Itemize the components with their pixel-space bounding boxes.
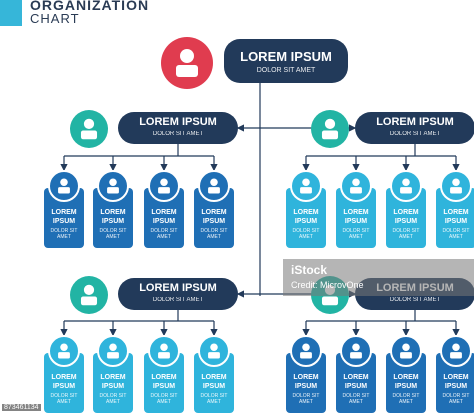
group-avatar-person-icon xyxy=(311,110,349,148)
employee-card-title: LOREM IPSUM xyxy=(393,374,419,390)
employee-avatar-person-icon xyxy=(97,170,129,202)
employee-avatar-person-icon xyxy=(148,335,180,367)
watermark-credit: Credit: MicrovOne xyxy=(291,280,364,290)
employee-avatar-person-icon xyxy=(340,170,372,202)
employee-avatar-person-icon xyxy=(290,170,322,202)
employee-avatar-person-icon xyxy=(198,170,230,202)
employee-avatar-person-icon xyxy=(440,170,472,202)
employee-avatar-person-icon xyxy=(390,170,422,202)
employee-card-subtitle: DOLOR SIT AMET xyxy=(200,393,228,405)
stock-id: 873461134 xyxy=(2,404,41,411)
employee-card-title: LOREM IPSUM xyxy=(293,209,319,225)
employee-card-subtitle: DOLOR SIT AMET xyxy=(292,228,320,240)
employee-card-subtitle: DOLOR SIT AMET xyxy=(150,228,178,240)
employee-card-subtitle: DOLOR SIT AMET xyxy=(292,393,320,405)
employee-avatar-person-icon xyxy=(48,335,80,367)
employee-card-subtitle: DOLOR SIT AMET xyxy=(99,393,127,405)
employee-card-title: LOREM IPSUM xyxy=(343,209,369,225)
top-role-title: LOREM IPSUM xyxy=(240,49,332,64)
employee-card-title: LOREM IPSUM xyxy=(201,374,227,390)
group-role-title: LOREM IPSUM xyxy=(139,282,217,294)
title-accent-block xyxy=(0,0,22,26)
employee-card-title: LOREM IPSUM xyxy=(293,374,319,390)
employee-avatar-person-icon xyxy=(440,335,472,367)
employee-avatar-person-icon xyxy=(290,335,322,367)
employee-card-subtitle: DOLOR SIT AMET xyxy=(50,228,78,240)
group-role-subtitle: DOLOR SIT AMET xyxy=(152,131,204,137)
employee-card-title: LOREM IPSUM xyxy=(343,374,369,390)
employee-card-subtitle: DOLOR SIT AMET xyxy=(342,228,370,240)
employee-card-subtitle: DOLOR SIT AMET xyxy=(442,228,470,240)
employee-card-subtitle: DOLOR SIT AMET xyxy=(50,393,78,405)
employee-card-title: LOREM IPSUM xyxy=(201,209,227,225)
employee-avatar-person-icon xyxy=(97,335,129,367)
employee-card: LOREM IPSUM DOLOR SIT AMET xyxy=(436,353,474,413)
employee-card: LOREM IPSUM DOLOR SIT AMET xyxy=(144,353,184,413)
employee-avatar-person-icon xyxy=(340,335,372,367)
employee-card-title: LOREM IPSUM xyxy=(100,374,126,390)
employee-card-subtitle: DOLOR SIT AMET xyxy=(200,228,228,240)
employee-card: LOREM IPSUM DOLOR SIT AMET xyxy=(93,188,133,248)
employee-card: LOREM IPSUM DOLOR SIT AMET xyxy=(44,353,84,413)
employee-card-title: LOREM IPSUM xyxy=(393,209,419,225)
top-avatar-person-icon xyxy=(161,37,213,89)
group-role-title: LOREM IPSUM xyxy=(376,116,454,128)
employee-card-title: LOREM IPSUM xyxy=(51,374,77,390)
group-role-box: LOREM IPSUM DOLOR SIT AMET xyxy=(118,278,238,310)
employee-card-title: LOREM IPSUM xyxy=(51,209,77,225)
employee-card-subtitle: DOLOR SIT AMET xyxy=(99,228,127,240)
employee-card-subtitle: DOLOR SIT AMET xyxy=(442,393,470,405)
group-role-subtitle: DOLOR SIT AMET xyxy=(389,131,441,137)
employee-card-subtitle: DOLOR SIT AMET xyxy=(392,393,420,405)
employee-avatar-person-icon xyxy=(390,335,422,367)
group-role-subtitle: DOLOR SIT AMET xyxy=(389,297,441,303)
employee-card-title: LOREM IPSUM xyxy=(151,209,177,225)
group-role-box: LOREM IPSUM DOLOR SIT AMET xyxy=(355,112,474,144)
employee-card-title: LOREM IPSUM xyxy=(443,374,469,390)
employee-avatar-person-icon xyxy=(148,170,180,202)
employee-card-title: LOREM IPSUM xyxy=(100,209,126,225)
employee-card-subtitle: DOLOR SIT AMET xyxy=(392,228,420,240)
group-role-title: LOREM IPSUM xyxy=(139,116,217,128)
group-role-subtitle: DOLOR SIT AMET xyxy=(152,297,204,303)
employee-avatar-person-icon xyxy=(198,335,230,367)
employee-avatar-person-icon xyxy=(48,170,80,202)
top-role-subtitle: DOLOR SIT AMET xyxy=(256,67,316,74)
watermark: iStock Credit: MicrovOne xyxy=(283,259,474,296)
employee-card: LOREM IPSUM DOLOR SIT AMET xyxy=(386,188,426,248)
group-avatar-person-icon xyxy=(70,110,108,148)
employee-card-title: LOREM IPSUM xyxy=(443,209,469,225)
employee-card-subtitle: DOLOR SIT AMET xyxy=(342,393,370,405)
employee-card-subtitle: DOLOR SIT AMET xyxy=(150,393,178,405)
group-avatar-person-icon xyxy=(70,276,108,314)
group-role-box: LOREM IPSUM DOLOR SIT AMET xyxy=(118,112,238,144)
chart-title-line1: ORGANIZATION xyxy=(30,0,150,13)
watermark-brand: iStock xyxy=(291,263,328,277)
employee-card-title: LOREM IPSUM xyxy=(151,374,177,390)
chart-title-line2: CHART xyxy=(30,11,80,26)
top-role-box: LOREM IPSUM DOLOR SIT AMET xyxy=(224,39,348,83)
